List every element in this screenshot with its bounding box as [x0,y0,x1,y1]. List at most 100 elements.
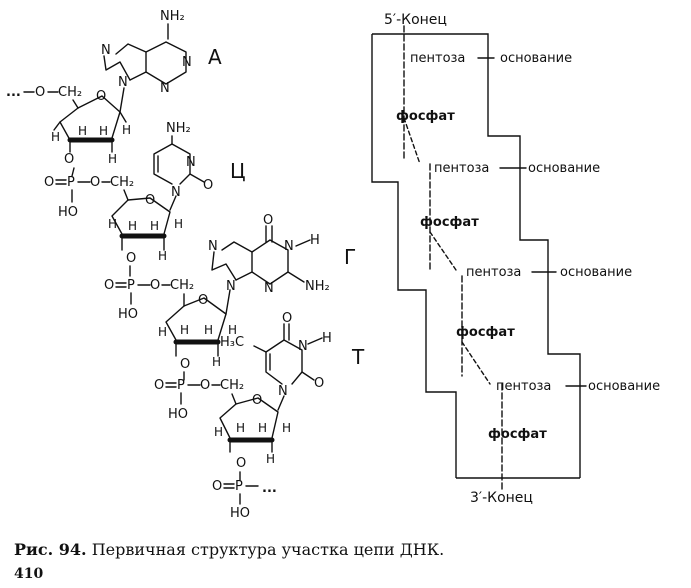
pentose-label-2: пентоза [434,161,489,176]
atom-oh-2: HO [118,307,138,322]
phosphate-label-4: фосфат [488,427,547,442]
atom-o-link-1: O [35,85,45,100]
nucleotide-thymine: O H H H H H O N O N H O H₃C Т [214,311,365,471]
chain-end-5prime: 5′-Конец [384,12,447,28]
atom-ring-o-3: O [198,293,208,308]
atom-o-c2: O [203,178,213,193]
atom-n9-a: N [118,75,128,90]
atom-h: H [258,421,267,435]
schematic-diagram: 5′-Конец 3′-Конец пентоза основание фосф… [371,12,660,506]
atom-n3-a: N [160,81,170,96]
atom-h: H [174,217,183,231]
atom-h: H [108,152,117,166]
atom-ch2-4: CH₂ [220,378,244,393]
caption-label: Рис. 94. [14,540,87,559]
base-letter-t: Т [351,345,365,369]
atom-h: H [266,452,275,466]
atom-n1-c: N [171,185,181,200]
caption-text: Первичная структура участка цепи ДНК. [91,540,445,559]
atom-n3-c: N [186,155,196,170]
atom-o: O [90,175,100,190]
atom-h: H [108,217,117,231]
atom-h: H [122,123,131,137]
atom-o-3prime-1: O [64,152,74,167]
atom-h: H [310,233,320,248]
atom-ch2-3: CH₂ [170,278,194,293]
atom-oh-4: HO [230,506,250,521]
atom-o: O [150,278,160,293]
atom-ch2-2: CH₂ [110,175,134,190]
atom-h: H [212,355,221,369]
atom-ring-o-2: O [145,193,155,208]
chain-end-ellipsis: ... [262,481,277,496]
atom-h: H [158,249,167,263]
atom-o: O [154,378,164,393]
nucleotide-adenine: O H H H H H O N N NH₂ N N А [51,9,222,167]
atom-h: H [158,325,167,339]
atom-n1-g: N [284,239,294,254]
pentose-label-1: пентоза [410,51,465,66]
atom-ring-o-4: O [252,393,262,408]
atom-p-1: P [67,175,75,190]
atom-h: H [99,124,108,138]
atom-o: O [104,278,114,293]
atom-n3-t: N [298,339,308,354]
atom-nh2-c: NH₂ [166,121,191,136]
atom-h: H [150,219,159,233]
atom-n1-t: N [278,384,288,399]
atom-p-2: P [127,278,135,293]
atom-o-3prime-4: O [236,456,246,471]
page-number: 410 [14,566,44,582]
atom-ch2-1: CH₂ [58,85,82,100]
atom-o: O [212,479,222,494]
atom-n9-g: N [226,279,236,294]
atom-h: H [51,130,60,144]
atom-h: H [78,124,87,138]
nucleotide-guanine: O H H H H H O N N O N H N NH₂ Г [158,213,356,372]
phosphate-label-3: фосфат [456,325,515,340]
atom-o: O [200,378,210,393]
atom-n7-a: N [101,43,111,58]
atom-h: H [128,219,137,233]
atom-h: H [228,323,237,337]
atom-p-3: P [177,378,185,393]
atom-h: H [282,421,291,435]
atom-oh-3: HO [168,407,188,422]
atom-h: H [322,331,332,346]
atom-n1-a: N [182,55,192,70]
atom-o: O [44,175,54,190]
atom-p-4: P [235,479,243,494]
atom-nh2-g: NH₂ [305,279,330,294]
pentose-label-4: пентоза [496,379,551,394]
atom-h: H [236,421,245,435]
base-label-2: основание [528,161,600,176]
figure-caption: Рис. 94. Первичная структура участка цеп… [14,540,444,559]
atom-ring-o-1: O [96,89,106,104]
base-letter-c: Ц [230,159,246,183]
atom-h: H [214,425,223,439]
atom-h3c-t: H₃C [220,335,244,350]
phosphate-label-2: фосфат [420,215,479,230]
chain-start-ellipsis: ... [6,85,21,100]
base-label-4: основание [588,379,660,394]
base-label-3: основание [560,265,632,280]
atom-oh-1: HO [58,205,78,220]
atom-n7-g: N [208,239,218,254]
base-letter-a: А [208,45,222,69]
atom-o-3prime-2: O [126,251,136,266]
atom-o-3prime-3: O [180,357,190,372]
base-label-1: основание [500,51,572,66]
atom-h: H [204,323,213,337]
atom-nh2-a: NH₂ [160,9,185,24]
pentose-label-3: пентоза [466,265,521,280]
phosphate-label-1: фосфат [396,109,455,124]
atom-o-t4: O [282,311,292,326]
base-letter-g: Г [344,245,356,269]
atom-o-t2: O [314,376,324,391]
chain-end-3prime: 3′-Конец [470,490,533,506]
atom-n3-g: N [264,281,274,296]
chemical-structure: ... O CH₂ O H H H H H O N [6,9,365,521]
atom-o-g6: O [263,213,273,228]
nucleotide-cytosine: O H H H H H O N O N NH₂ Ц [108,121,246,266]
